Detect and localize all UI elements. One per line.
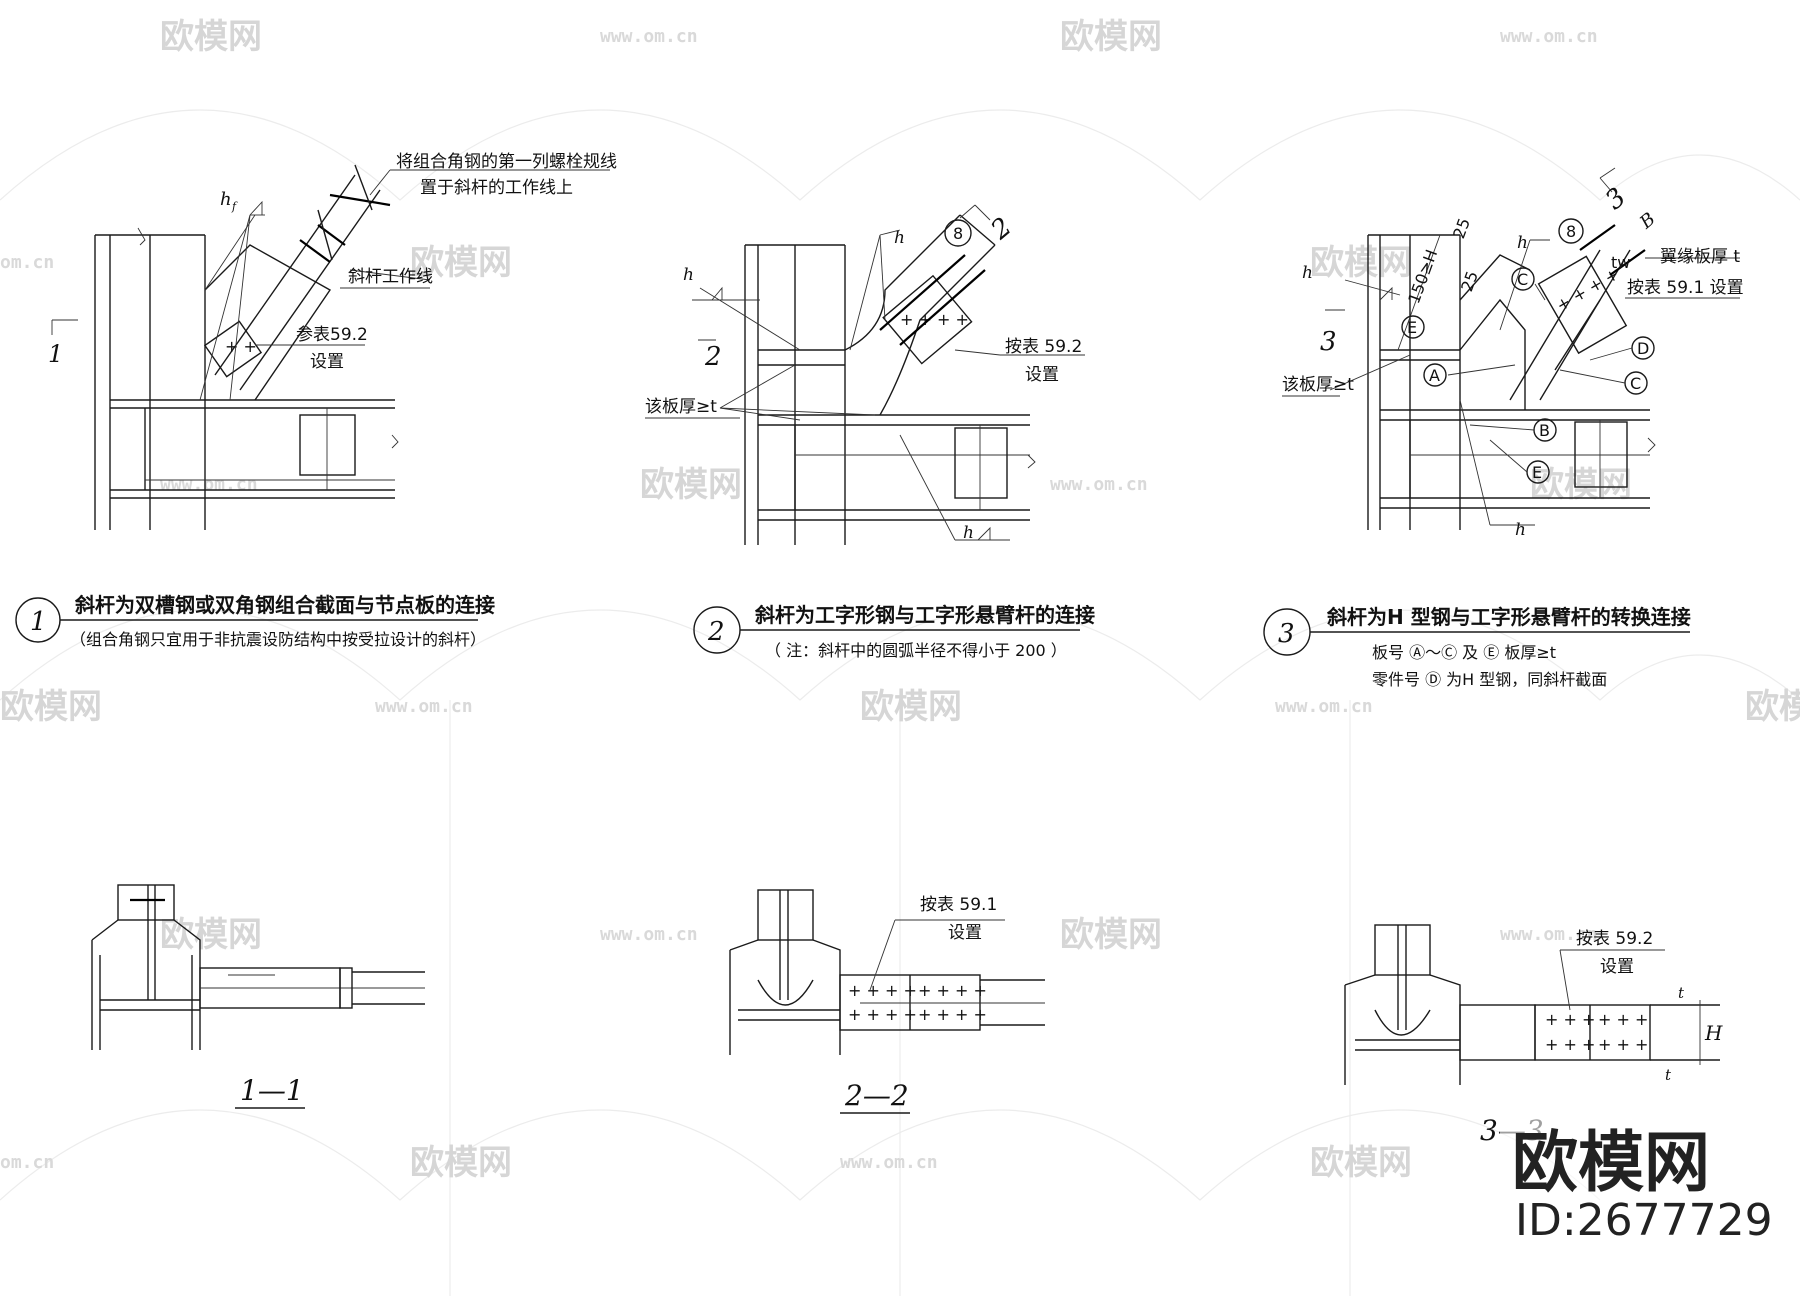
detail-2: + + + + 2 8 h h h 2 该板厚≥t 按表 59.2 设置 2: [645, 204, 1095, 660]
wm-url: om.cn: [0, 252, 54, 273]
section-mark-2: 2: [704, 342, 722, 372]
svg-text:+ +: + +: [225, 337, 257, 356]
ref-table: 按表 59.2: [1576, 929, 1653, 949]
detail-title: 斜杆为H 型钢与工字形悬臂杆的转换连接: [1326, 605, 1691, 629]
wm-brand: 欧模网: [640, 465, 742, 505]
svg-text:+ + +: + + +: [1598, 1035, 1648, 1054]
ref-table: 参表59.2: [296, 325, 368, 345]
watermarks: 欧模网 www.om.cn 欧模网 www.om.cn om.cn 欧模网 欧模…: [0, 17, 1800, 1183]
hf-label: h: [683, 265, 694, 285]
wm-brand: 欧模网: [410, 243, 512, 283]
part-E: E: [1407, 318, 1417, 337]
wm-url: www.om.cn: [600, 26, 698, 47]
plate-thickness: 该板厚≥t: [1282, 375, 1354, 395]
wm-brand: 欧模网: [1060, 17, 1162, 57]
wm-url: www.om.cn: [840, 1152, 938, 1173]
detail-number: 3: [1278, 619, 1295, 649]
section-mark-3: 3: [1320, 327, 1337, 357]
dim-tf: t: [1678, 984, 1685, 1002]
wm-brand: 欧模网: [0, 687, 102, 727]
dim-tw: tw: [1611, 253, 1630, 272]
part-C: C: [1630, 374, 1641, 393]
detail-number: 2: [707, 617, 725, 647]
svg-text:+ + + +: + + + +: [848, 981, 917, 1000]
part-D: D: [1637, 339, 1649, 358]
svg-text:+ + +: + + +: [1545, 1035, 1595, 1054]
detail-title: 斜杆为工字形钢与工字形悬臂杆的连接: [754, 603, 1095, 627]
ref-table: 按表 59.1 设置: [1627, 278, 1744, 298]
section-label: 2—2: [844, 1079, 909, 1112]
svg-text:+ + +: + + +: [1598, 1010, 1648, 1029]
dim-tw: t: [1665, 1066, 1672, 1084]
ref-table: 按表 59.2: [1005, 337, 1082, 357]
wm-brand: 欧模网: [1530, 465, 1632, 505]
svg-text:+ + +: + + +: [1545, 1010, 1595, 1029]
hf-label: h: [220, 189, 232, 210]
detail-note-1: 板号 Ⓐ～Ⓒ 及 Ⓔ 板厚≥t: [1372, 643, 1556, 662]
hf-label: h: [894, 228, 905, 248]
part-A: A: [1429, 366, 1440, 385]
wm-url: www.om.cn: [375, 696, 473, 717]
dim-25-b: 25: [1457, 268, 1482, 294]
wm-brand: 欧模网: [160, 17, 262, 57]
brand-logo: 欧模网 ID:2677729: [1500, 1110, 1773, 1260]
dim-25-a: 25: [1449, 215, 1474, 241]
ref-table: 按表 59.1: [920, 895, 997, 915]
wm-url: www.om.cn: [1500, 26, 1598, 47]
detail-subtitle: （组合角钢只宜用于非抗震设防结构中按受拉设计的斜杆）: [70, 630, 486, 649]
wm-url: www.om.cn: [1050, 474, 1148, 495]
wm-url: www.om.cn: [160, 474, 258, 495]
svg-text:f: f: [231, 200, 238, 213]
wm-brand: 欧模网: [410, 1143, 512, 1183]
note-bolt-line-1: 将组合角钢的第一列螺栓规线: [396, 152, 617, 172]
detail-title: 斜杆为双槽钢或双角钢组合截面与节点板的连接: [74, 593, 495, 617]
detail-subtitle: （ 注：斜杆中的圆弧半径不得小于 200 ）: [765, 641, 1067, 660]
part-C: C: [1517, 270, 1528, 289]
logo-name: 欧模网: [1512, 1124, 1710, 1201]
wm-url: www.om.cn: [1275, 696, 1373, 717]
part-E: E: [1532, 463, 1542, 482]
part-8: 8: [1566, 222, 1576, 241]
wm-url: www.om.cn: [600, 924, 698, 945]
detail-number: 1: [30, 607, 47, 637]
section-mark-1: 1: [48, 340, 63, 368]
hf-label: h: [1517, 233, 1528, 253]
wm-url: om.cn: [0, 1152, 54, 1173]
svg-text:+ + + +: + + + +: [848, 1005, 917, 1024]
section-2-2: + + + + + + + + + + + + + + + + 按表 59.1 …: [729, 889, 1045, 1114]
wm-brand: 欧模网: [860, 687, 962, 727]
wm-brand: 欧模网: [1310, 243, 1412, 283]
ref-set: 设置: [1600, 957, 1634, 977]
svg-text:+ + + +: + + + +: [900, 310, 969, 329]
wm-url: www.om.cn: [1500, 924, 1598, 945]
dim-H: H: [1704, 1021, 1723, 1045]
hf-label: h: [1302, 263, 1313, 283]
hf-label: h: [963, 523, 974, 543]
detail-note-2: 零件号 Ⓓ 为H 型钢，同斜杆截面: [1372, 670, 1607, 689]
svg-text:+ + + +: + + + +: [918, 981, 987, 1000]
hf-label: h: [1515, 520, 1526, 540]
svg-text:+ + + +: + + + +: [918, 1005, 987, 1024]
plate-thickness: 该板厚≥t: [645, 397, 717, 417]
ref-set: 设置: [310, 352, 344, 372]
note-work-line: 斜杆工作线: [348, 267, 433, 287]
flange-thickness: 翼缘板厚 t: [1660, 247, 1740, 267]
part-8: 8: [953, 224, 963, 243]
wm-brand: 欧模网: [1310, 1143, 1412, 1183]
ref-set: 设置: [948, 923, 982, 943]
watermark-arcs: [0, 109, 1800, 1296]
part-B: B: [1539, 421, 1550, 440]
detail-1: + + 1 h f 将组合角钢的第一列螺栓规线 置于斜杆的工作线上 斜杆工作线 …: [15, 152, 617, 649]
wm-brand: 欧模网: [1745, 687, 1800, 727]
logo-id: ID:2677729: [1515, 1195, 1773, 1246]
section-1-1: 1—1: [91, 884, 425, 1109]
dim-B: B: [1635, 209, 1659, 234]
section-label: 1—1: [240, 1074, 304, 1107]
ref-set: 设置: [1025, 365, 1059, 385]
cut-mark: 3: [1600, 182, 1632, 216]
wm-brand: 欧模网: [1060, 915, 1162, 955]
note-bolt-line-2: 置于斜杆的工作线上: [420, 178, 573, 198]
